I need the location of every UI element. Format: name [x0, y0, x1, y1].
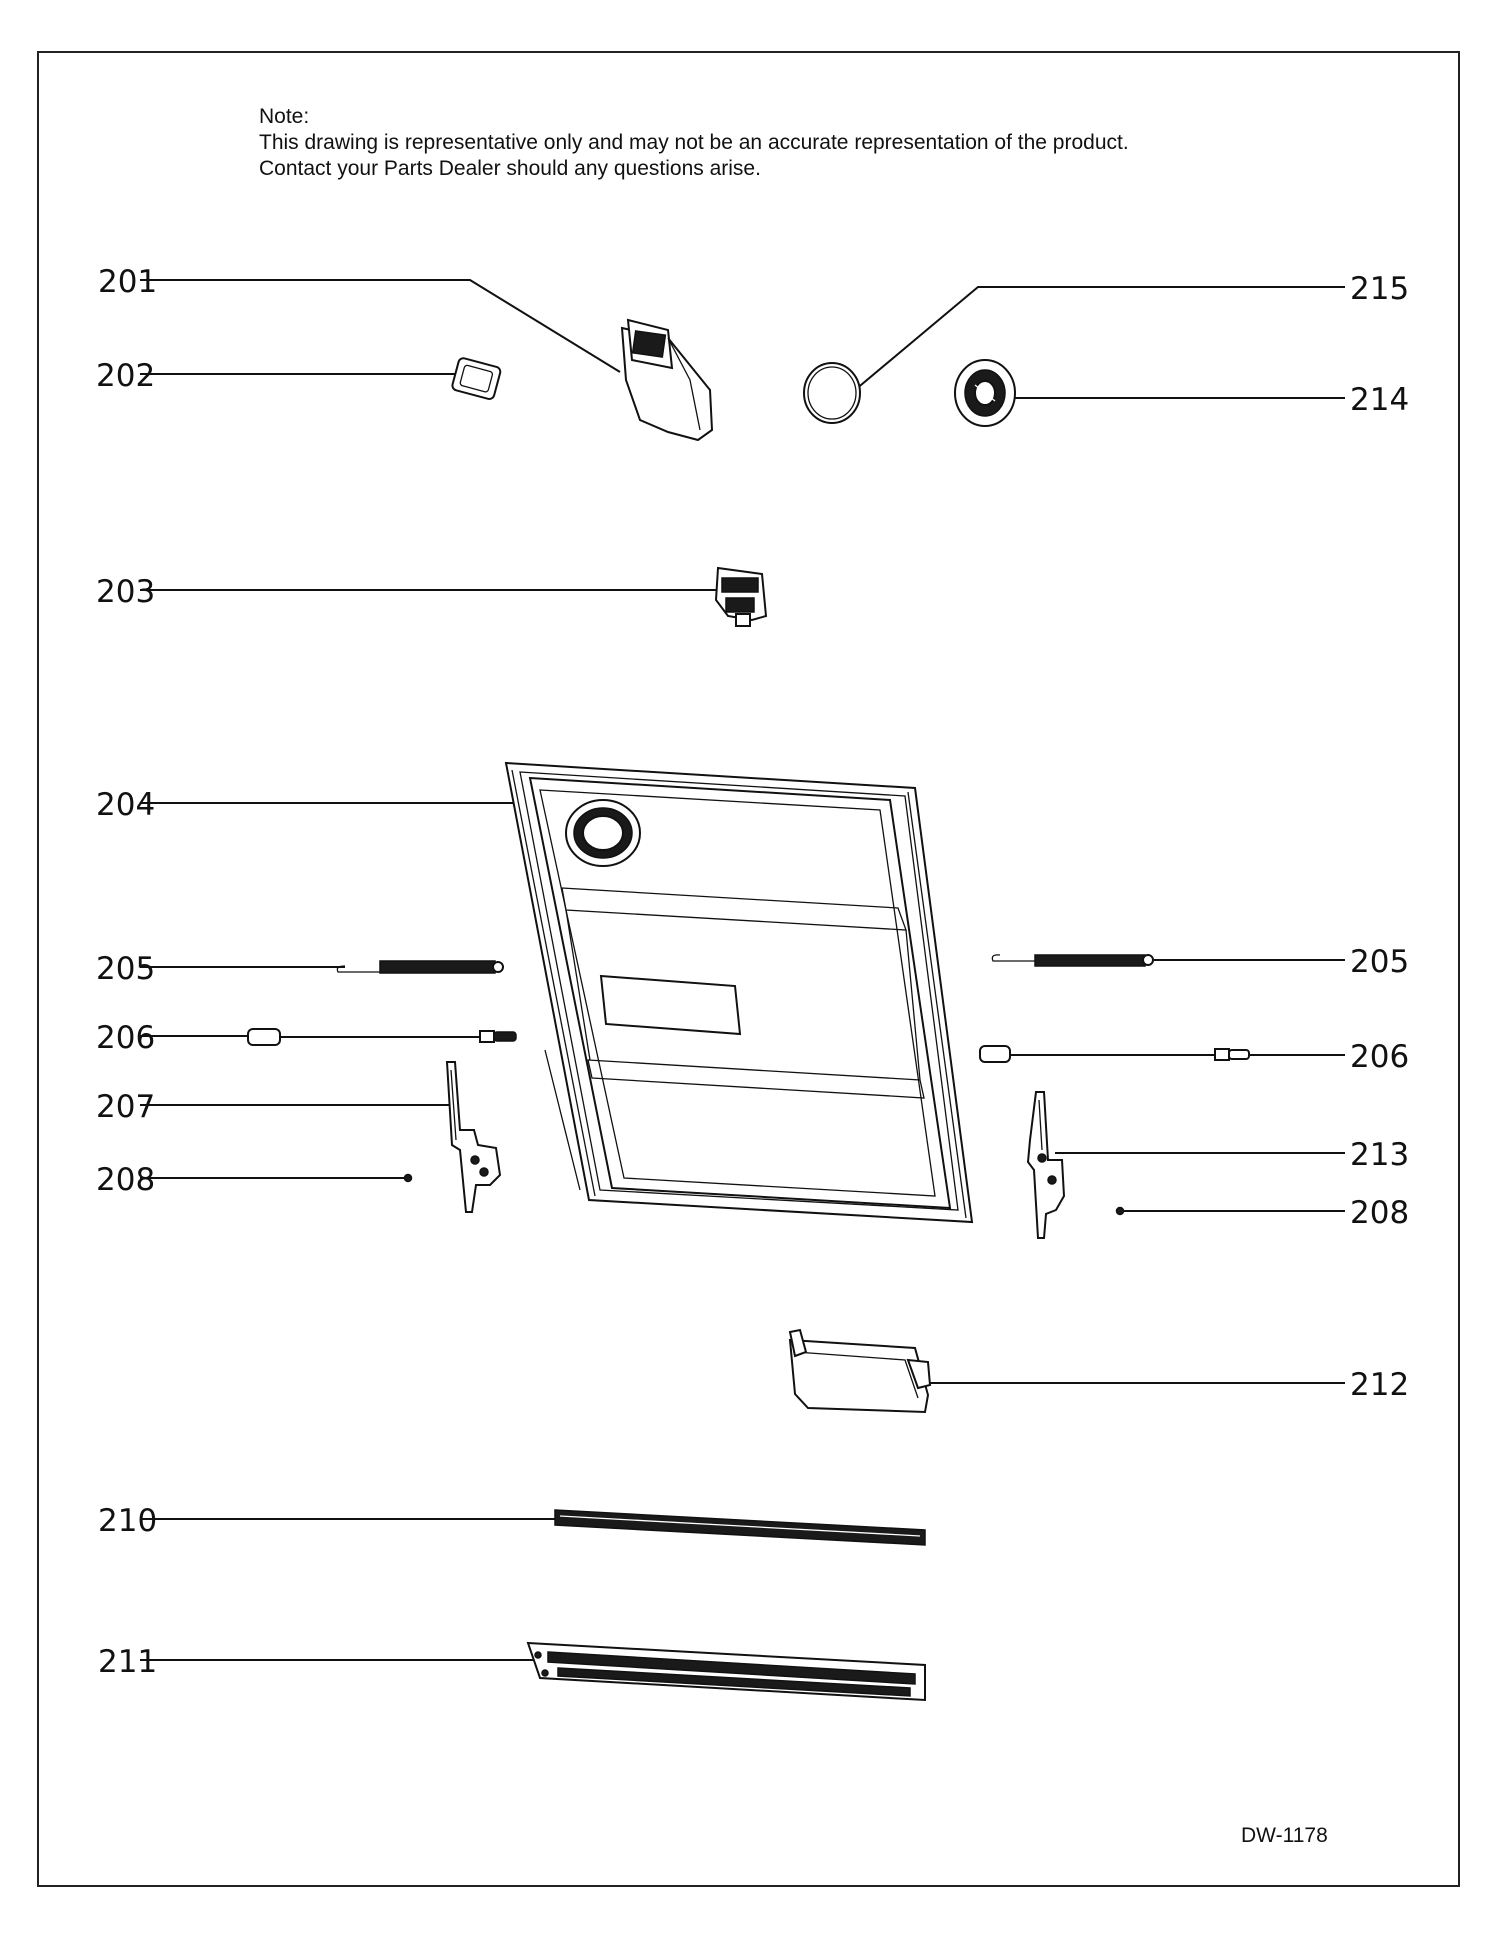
- part-208-pin-right: [1115, 1206, 1125, 1216]
- part-204-inner-door: [504, 761, 974, 1224]
- part-205-spring-right: [991, 954, 1154, 967]
- callout-211: 211: [98, 1644, 157, 1680]
- callout-213: 213: [1350, 1137, 1409, 1173]
- callout-labels: 201 202 203 204 205 206 207 208 210 211 …: [96, 264, 1409, 1680]
- callout-214: 214: [1350, 382, 1409, 418]
- drawing-frame: [37, 51, 1460, 1887]
- callout-206-right: 206: [1350, 1039, 1409, 1075]
- callout-215: 215: [1350, 271, 1409, 307]
- part-202-gasket: [451, 357, 502, 400]
- note-block: Note: This drawing is representative onl…: [259, 104, 1129, 182]
- callout-208-left: 208: [96, 1162, 155, 1198]
- part-214-vent-cap: [954, 359, 1016, 427]
- drawing-id: DW-1178: [1241, 1824, 1328, 1847]
- leader-215: [854, 286, 1345, 391]
- callout-206-left: 206: [96, 1020, 155, 1056]
- part-215-o-ring: [803, 362, 861, 424]
- callout-205-left: 205: [96, 951, 155, 987]
- callout-207: 207: [96, 1089, 155, 1125]
- callout-204: 204: [96, 787, 155, 823]
- callout-212: 212: [1350, 1367, 1409, 1403]
- note-line-1: This drawing is representative only and …: [259, 131, 1129, 154]
- part-210-seal-strip: [554, 1509, 926, 1546]
- callout-203: 203: [96, 574, 155, 610]
- part-201-dispenser: [620, 318, 714, 442]
- callout-201: 201: [98, 264, 157, 300]
- part-208-pin-left: [403, 1173, 413, 1183]
- callout-202: 202: [96, 358, 155, 394]
- part-203-latch-switch: [714, 566, 768, 627]
- note-heading: Note:: [259, 105, 310, 128]
- callout-208-right: 208: [1350, 1195, 1409, 1231]
- part-212-trim-box: [788, 1328, 932, 1414]
- leader-201: [140, 279, 621, 373]
- callout-210: 210: [98, 1503, 157, 1539]
- part-207-hinge-left: [445, 1061, 502, 1213]
- part-206-cable-right: [979, 1045, 1250, 1063]
- part-205-spring-left: [336, 960, 504, 974]
- callout-205-right: 205: [1350, 944, 1409, 980]
- note-line-2: Contact your Parts Dealer should any que…: [259, 157, 761, 180]
- part-211-bracket: [526, 1641, 926, 1702]
- part-206-cable-left: [247, 1028, 517, 1046]
- part-213-hinge-right: [1026, 1091, 1066, 1239]
